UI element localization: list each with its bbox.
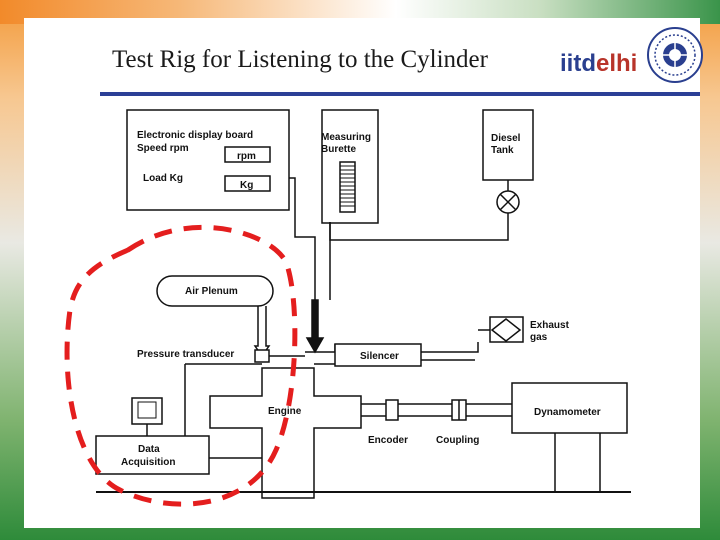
data-acquisition-label-2: Acquisition [121,457,175,468]
silencer-label: Silencer [360,351,399,362]
title-rule [100,92,700,96]
encoder-label: Encoder [368,435,408,446]
kg-display [224,175,271,192]
air-plenum-label: Air Plenum [185,286,238,297]
exhaust-label-2: gas [530,332,548,343]
slide-title: Test Rig for Listening to the Cylinder [112,46,488,73]
logo-text-part-b: elhi [596,50,638,77]
coupling-label: Coupling [436,435,479,446]
rpm-display [224,146,271,163]
display-board-title: Electronic display board [137,130,253,141]
highlight-dashed-ellipse [64,225,298,507]
air-plenum [156,275,274,307]
engine-label: Engine [268,406,302,417]
exhaust-label-1: Exhaust [530,320,570,331]
pressure-transducer-label: Pressure transducer [137,349,234,360]
data-acquisition-label-1: Data [138,444,160,455]
diesel-tank-label-1: Diesel [491,133,521,144]
silencer-box [334,343,422,367]
dynamometer-label: Dynamometer [534,407,601,418]
logo-text-part-a: iitd [560,50,596,77]
burette-label-1: Measuring [321,132,371,143]
institute-logo: iitdelhi [560,50,637,78]
institute-seal-icon [647,27,703,83]
burette-label-2: Burette [321,144,356,155]
diesel-tank-label-2: Tank [491,145,514,156]
load-label: Load Kg [143,173,183,184]
engine-body [209,367,362,499]
rpm-unit: rpm [237,151,256,162]
encoder-icon [385,399,399,421]
data-acquisition-box [95,435,210,475]
test-rig-diagram: Electronic display board Speed rpm rpm L… [64,109,631,507]
speed-label: Speed rpm [137,143,189,154]
kg-unit: Kg [240,180,253,191]
dynamometer-box [511,382,628,434]
